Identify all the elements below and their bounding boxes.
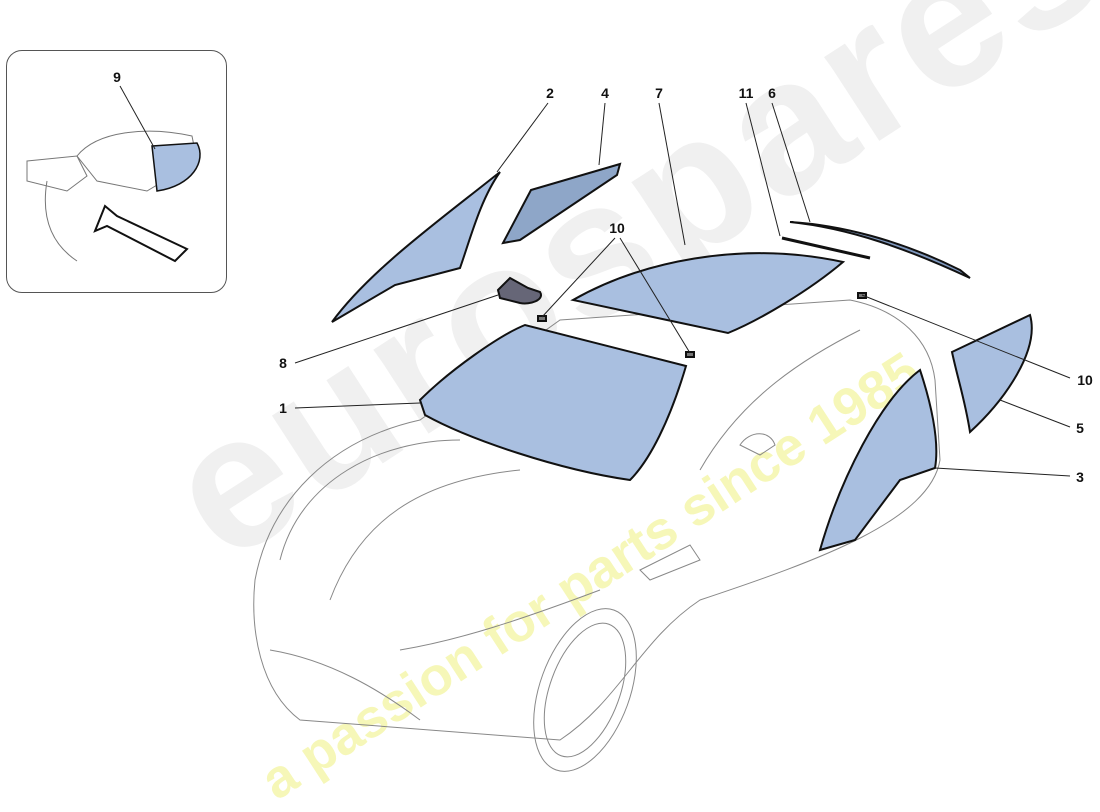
- callout-5: 5: [1076, 420, 1084, 436]
- callout-3: 3: [1076, 469, 1084, 485]
- mirror-inset: [6, 50, 227, 293]
- part-1-windshield: [418, 323, 688, 482]
- callout-10-right: 10: [1077, 372, 1093, 388]
- callout-9: 9: [113, 69, 121, 85]
- callout-1: 1: [279, 400, 287, 416]
- callout-6: 6: [768, 85, 776, 101]
- callout-11: 11: [738, 85, 754, 101]
- callout-7: 7: [655, 85, 663, 101]
- callout-8: 8: [279, 355, 287, 371]
- callout-2: 2: [546, 85, 554, 101]
- callout-10-top: 10: [609, 220, 625, 236]
- callout-4: 4: [601, 85, 609, 101]
